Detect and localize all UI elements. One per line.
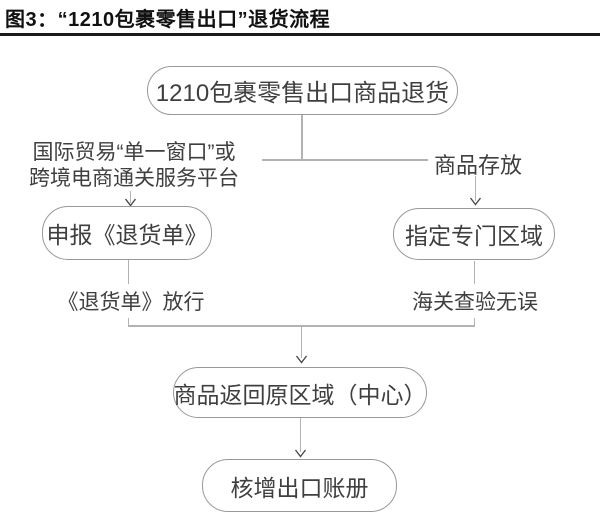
connector-split-horizontal xyxy=(262,159,428,161)
arrow-down-icon xyxy=(294,449,307,458)
title-divider xyxy=(0,33,600,36)
node-designated-area: 指定专门区域 xyxy=(393,208,555,260)
node-goods-return-area: 商品返回原区域（中心） xyxy=(173,367,427,418)
label-declaration-platform: 国际贸易“单一窗口”或 跨境电商通关服务平台 xyxy=(3,140,265,192)
label-declaration-platform-line2: 跨境电商通关服务平台 xyxy=(29,167,239,190)
label-customs-inspection: 海关查验无误 xyxy=(392,284,558,318)
arrow-down-icon xyxy=(124,198,137,207)
connector-merge-arrow-line xyxy=(300,326,302,358)
node-return-goods: 1210包裹零售出口商品退货 xyxy=(147,66,458,115)
connector-top-vertical xyxy=(301,115,303,160)
node-export-ledger: 核增出口账册 xyxy=(202,459,397,512)
connector-merge-horizontal xyxy=(127,325,475,327)
node-declare-return-form: 申报《退货单》 xyxy=(42,206,212,260)
label-declaration-platform-line1: 国际贸易“单一窗口”或 xyxy=(32,141,236,164)
arrow-down-icon xyxy=(469,197,482,206)
connector-right-arrow-line xyxy=(474,176,476,201)
connector-final-arrow-line xyxy=(299,418,301,452)
arrow-down-icon xyxy=(295,355,308,364)
connector-left-arrow-line xyxy=(129,191,131,203)
label-return-form-released: 《退货单》放行 xyxy=(46,284,216,318)
label-goods-storage: 商品存放 xyxy=(433,153,522,178)
figure-title: 图3：“1210包裹零售出口”退货流程 xyxy=(5,9,331,31)
